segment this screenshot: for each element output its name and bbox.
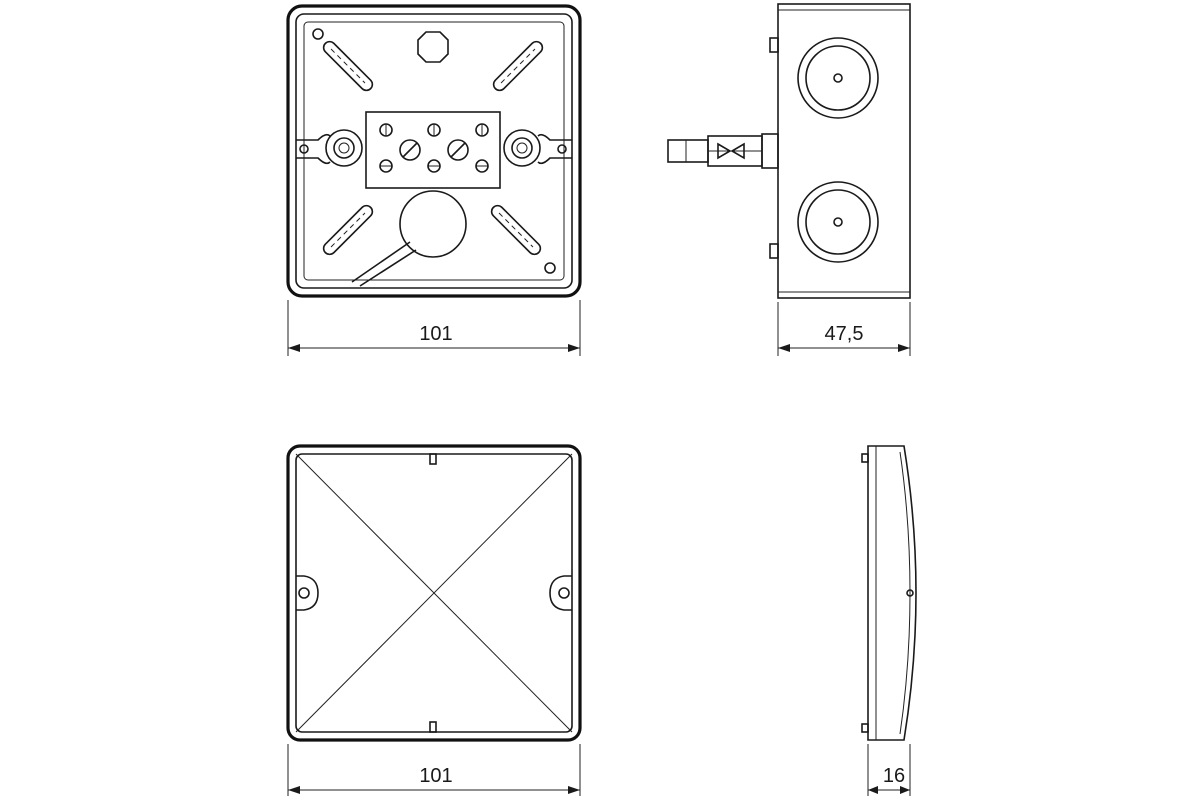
lid-outer-edge — [286, 444, 582, 742]
dimension-box-depth: 47,5 — [777, 302, 911, 356]
corner-hole-bottom-right — [544, 262, 556, 274]
knockout-upper — [797, 37, 879, 119]
lid-diagonal-2 — [295, 453, 573, 733]
box-top-view — [286, 4, 582, 298]
cable-entry-knockout — [399, 190, 467, 258]
lid-side-view — [861, 445, 917, 741]
mounting-boss-right — [503, 129, 572, 167]
knockout-lower — [797, 181, 879, 263]
slot-bottom-left — [322, 204, 374, 256]
box-depth-label: 47,5 — [825, 323, 864, 345]
box-side-view — [667, 3, 911, 299]
anchor-bolt — [667, 133, 779, 169]
lid-side-profile — [867, 445, 917, 741]
dimension-lid-height: 16 — [867, 744, 911, 796]
lid-screw-left — [296, 575, 319, 611]
slot-top-left — [322, 40, 374, 92]
terminal-block — [365, 111, 501, 189]
lid-screw-right — [549, 575, 572, 611]
box-width-label: 101 — [419, 323, 452, 345]
box-inner-wall — [295, 13, 573, 289]
cable-channel — [351, 241, 417, 287]
dimension-box-width: 101 — [287, 300, 581, 356]
slot-bottom-right — [490, 204, 542, 256]
octagon-knockout — [417, 31, 449, 63]
lid-height-label: 16 — [883, 765, 905, 787]
lid-top-view — [286, 444, 582, 742]
lid-width-label: 101 — [419, 765, 452, 787]
mounting-boss-left — [296, 129, 363, 167]
corner-hole-top-left — [312, 28, 324, 40]
dimension-lid-width: 101 — [287, 744, 581, 796]
box-outer-wall — [286, 4, 582, 298]
box-floor-outline — [303, 21, 565, 281]
slot-top-right — [492, 40, 544, 92]
